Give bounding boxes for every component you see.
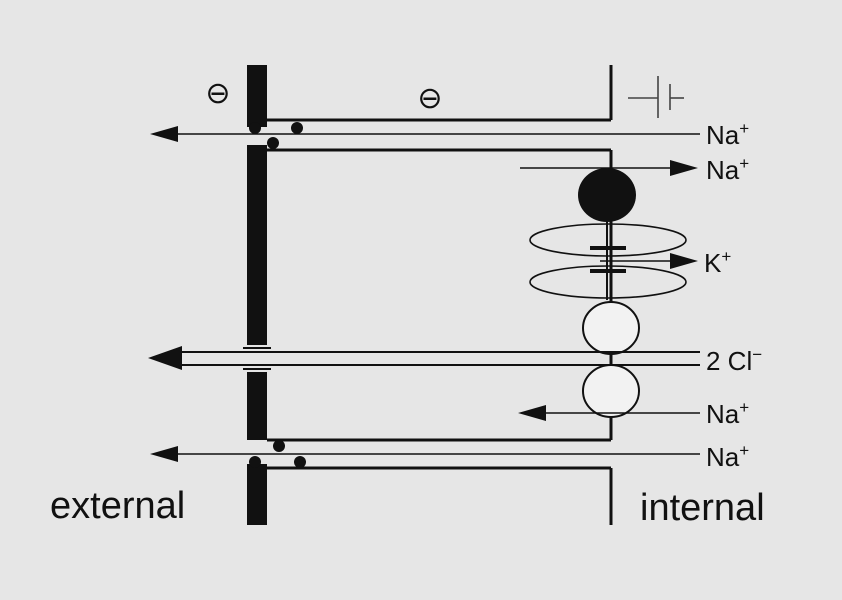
junction-dot bbox=[267, 137, 279, 149]
cotransporter-circle-bottom bbox=[582, 364, 640, 418]
cl-arrowhead bbox=[148, 346, 182, 370]
na-lower-arrowhead bbox=[518, 405, 546, 421]
junction-dot bbox=[249, 456, 261, 468]
membrane-segment-bottom bbox=[247, 464, 267, 525]
sodium-pump bbox=[578, 168, 636, 222]
ion-label-na-bottom: Na+ bbox=[706, 441, 749, 472]
na-pump-arrowhead bbox=[670, 160, 698, 176]
membrane-segment-top bbox=[247, 65, 267, 127]
ion-label-cl: 2 Cl− bbox=[706, 345, 762, 376]
ion-label-na-top: Na+ bbox=[706, 119, 749, 150]
na-bottom-arrowhead bbox=[150, 446, 178, 462]
cotransporter-circle-top bbox=[582, 301, 640, 355]
membrane-segment-lower bbox=[247, 372, 267, 440]
ion-label-na-second: Na+ bbox=[706, 154, 749, 185]
junction-dot bbox=[291, 122, 303, 134]
potassium-channel bbox=[529, 223, 698, 299]
ion-label-k: K+ bbox=[704, 247, 731, 278]
na-top-arrowhead bbox=[150, 126, 178, 142]
membrane-segment-middle bbox=[247, 145, 267, 345]
minus-charge-right: ⊖ bbox=[417, 82, 442, 115]
minus-charge-left: ⊖ bbox=[205, 77, 230, 110]
external-label: external bbox=[50, 485, 185, 527]
ion-label-na-lower: Na+ bbox=[706, 398, 749, 429]
junction-dot bbox=[249, 122, 261, 134]
battery-icon bbox=[628, 76, 684, 118]
junction-dot bbox=[273, 440, 285, 452]
junction-dot bbox=[294, 456, 306, 468]
internal-label: internal bbox=[640, 487, 765, 529]
